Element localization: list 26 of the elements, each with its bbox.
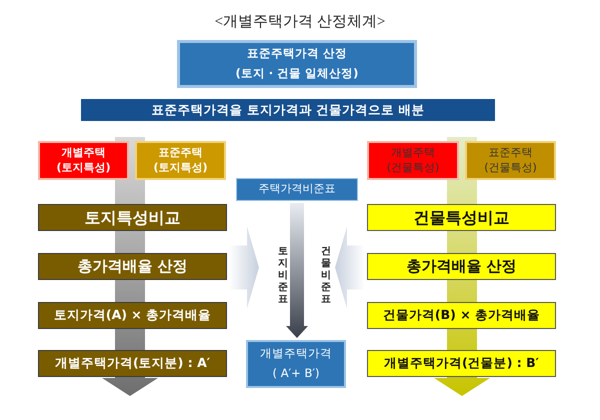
vertical-label: 토지비준표	[277, 246, 289, 306]
input-box: 개별주택 (건물특성)	[367, 141, 459, 180]
process-box: 토지특성비교	[38, 204, 227, 231]
result-box	[246, 340, 346, 388]
diagram-title: <개별주택가격 산정체계>	[214, 13, 386, 31]
input-box: 표준주택 (건물특성)	[465, 141, 556, 180]
process-box: 토지가격(A) × 총가격배율	[38, 302, 227, 329]
process-box: 건물가격(B) × 총가격배율	[367, 302, 556, 329]
process-box: 개별주택가격(토지분) : A′	[38, 350, 227, 377]
process-box: 건물특성비교	[367, 204, 556, 231]
box-heading: 표준주택가격 산정	[246, 46, 347, 62]
arrow	[286, 203, 308, 338]
process-box: 총가격배율 산정	[367, 253, 556, 280]
banner-bar: 표준주택가격을 토지가격과 건물가격으로 배분	[81, 99, 495, 121]
input-box: 개별주택 (토지특성)	[38, 141, 129, 180]
vertical-label: 건물비준표	[320, 246, 332, 306]
process-box: 개별주택가격(건물분) : B′	[367, 350, 556, 377]
box-heading: 개별주택가격	[260, 346, 332, 362]
process-box: 주택가격비준표	[236, 178, 358, 201]
chevron-arrow	[229, 226, 259, 308]
box-subtitle: (토지 · 건물 일체산정)	[236, 66, 358, 82]
process-box	[177, 40, 417, 88]
chevron-arrow	[335, 226, 365, 308]
input-box: 표준주택 (토지특성)	[135, 141, 226, 180]
box-subtitle: ( A′+ B′)	[272, 366, 320, 382]
process-box: 총가격배율 산정	[38, 253, 227, 280]
